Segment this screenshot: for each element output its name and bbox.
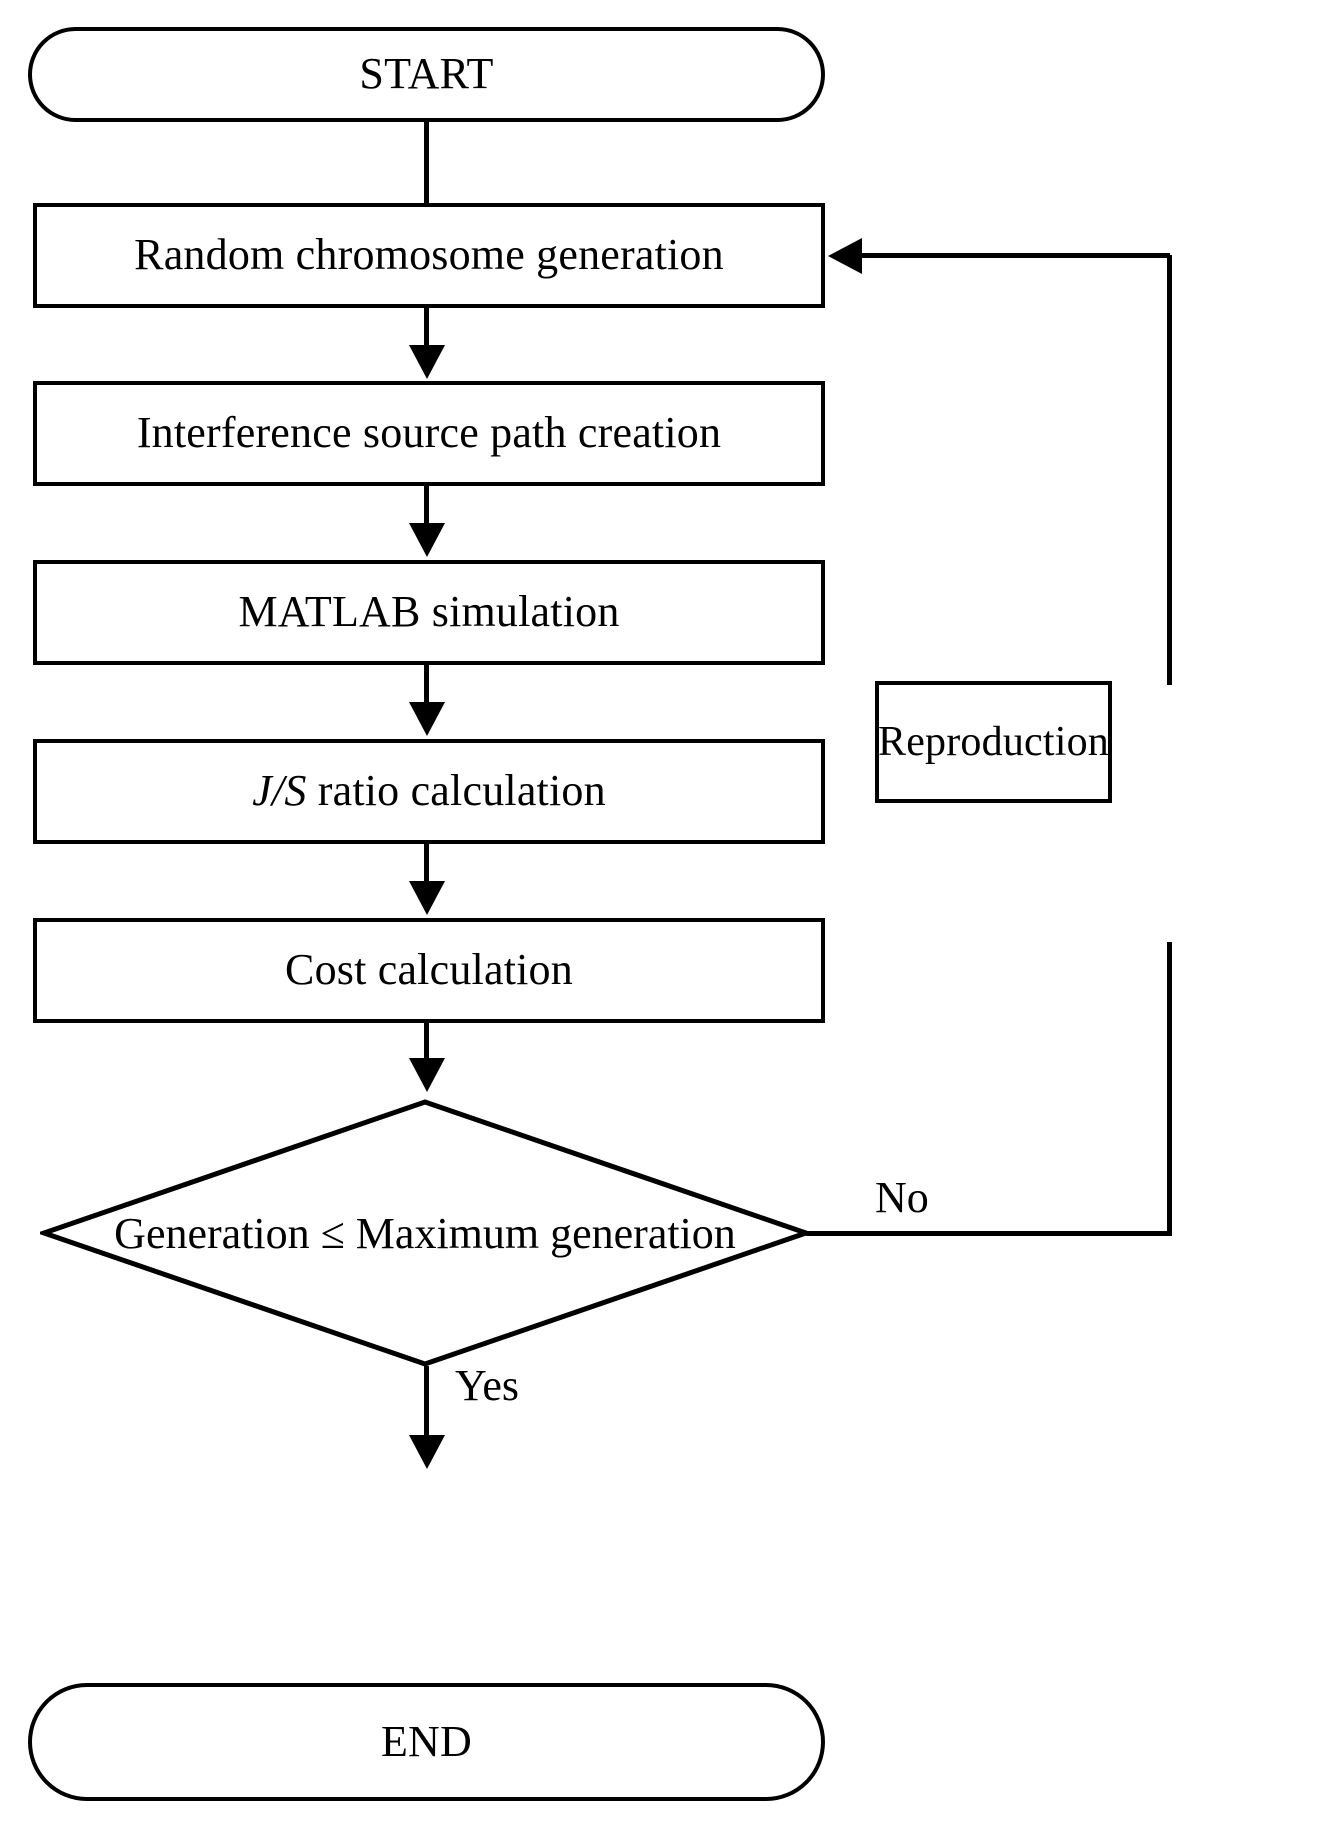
edge-label-yes: Yes — [455, 1361, 520, 1410]
edge-no-vertical-up — [1167, 942, 1172, 1234]
node-end-label: END — [380, 1716, 473, 1766]
edge-yes-vertical — [424, 1366, 429, 1444]
node-matlab-simulation-label: MATLAB simulation — [238, 587, 620, 637]
node-js-ratio-symbol: J/S — [252, 766, 307, 816]
node-path-creation: Interference source path creation — [33, 381, 825, 486]
edge-start-to-random — [424, 122, 429, 210]
node-start-label: START — [359, 49, 494, 99]
node-cost-calculation-label: Cost calculation — [285, 945, 573, 995]
node-end: END — [28, 1683, 825, 1801]
arrowhead-to-path — [409, 345, 445, 379]
arrowhead-to-decision — [409, 1058, 445, 1092]
arrowhead-to-end — [409, 1435, 445, 1469]
edge-cost-to-decision — [424, 1023, 429, 1085]
node-js-ratio-text: ratio calculation — [306, 766, 606, 816]
node-random-generation: Random chromosome generation — [33, 203, 825, 308]
node-start: START — [28, 27, 825, 122]
node-js-ratio-label: J/S ratio calculation — [252, 767, 606, 815]
node-reproduction: Reproduction — [875, 681, 1112, 803]
node-cost-calculation: Cost calculation — [33, 918, 825, 1023]
edge-random-to-path — [424, 308, 429, 370]
node-reproduction-label: Reproduction — [877, 718, 1110, 765]
node-js-ratio: J/S ratio calculation — [33, 739, 825, 844]
edge-label-no: No — [875, 1173, 929, 1222]
node-decision: Generation ≤ Maximum generation — [40, 1098, 810, 1368]
edge-no-horizontal — [806, 1231, 1172, 1236]
edge-matlab-to-js — [424, 665, 429, 727]
arrowhead-to-cost — [409, 881, 445, 915]
node-random-generation-label: Random chromosome generation — [134, 230, 724, 280]
edge-js-to-cost — [424, 844, 429, 906]
arrowhead-feedback-left — [828, 238, 862, 274]
edge-path-to-matlab — [424, 486, 429, 548]
edge-reproduction-to-top — [1167, 255, 1172, 685]
node-decision-label: Generation ≤ Maximum generation — [114, 1208, 736, 1258]
node-matlab-simulation: MATLAB simulation — [33, 560, 825, 665]
arrowhead-to-matlab — [409, 523, 445, 557]
arrowhead-to-js — [409, 702, 445, 736]
decision-diamond-shape — [40, 1099, 810, 1367]
edge-feedback-horizontal — [862, 253, 1170, 258]
node-path-creation-label: Interference source path creation — [136, 408, 722, 458]
